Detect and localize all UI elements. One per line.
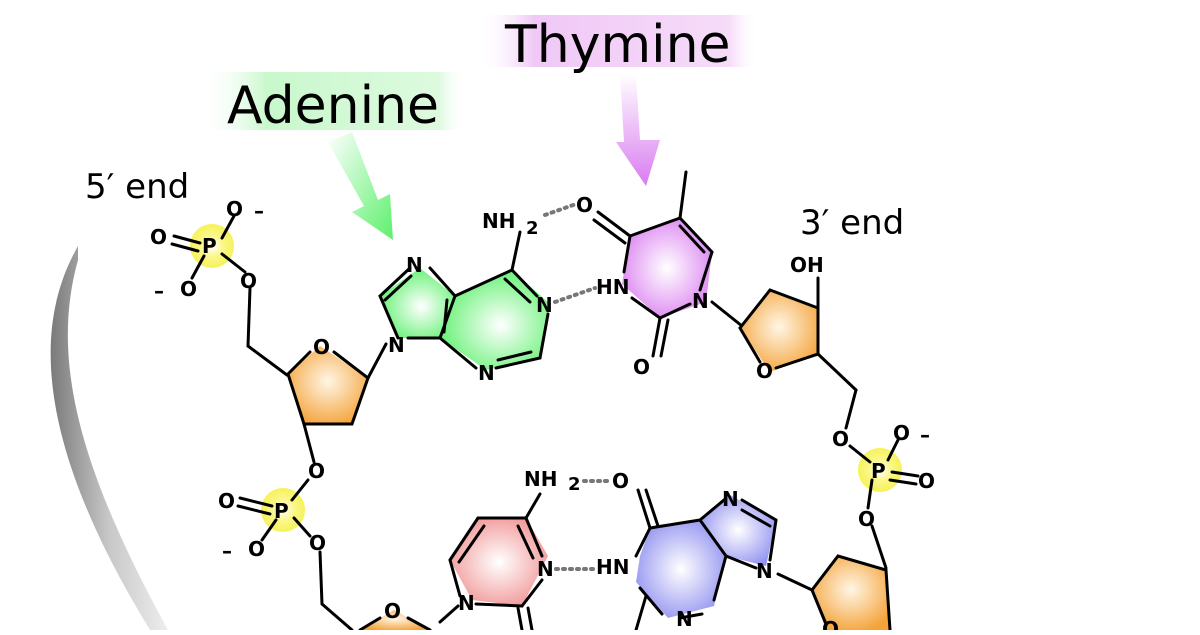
phosphate-mid-charge: – xyxy=(222,539,232,563)
sugar-right-bottom xyxy=(810,554,892,632)
thymine-n1-atom: N xyxy=(692,289,709,313)
phosphate-top-o-minus-2: O xyxy=(180,277,197,301)
adenine-pointer-arrow xyxy=(328,132,393,240)
thymine-n3-atom: HN xyxy=(596,275,629,299)
sugar-left-bottom xyxy=(358,604,460,632)
guanine-n7-atom: N xyxy=(722,487,739,511)
phosphate-top-charge-2: – xyxy=(154,279,164,303)
five-prime-end-label: 5′ end xyxy=(85,167,189,207)
three-prime-end-label: 3′ end xyxy=(800,203,904,243)
sugar-left-top-ring-o: O xyxy=(313,335,330,359)
phosphate-right-o-double: O xyxy=(918,469,935,493)
guanine-carbonyl-o: O xyxy=(612,469,629,493)
phosphate-top-charge-1: – xyxy=(254,199,264,223)
adenine-n9-atom: N xyxy=(388,333,405,357)
cytosine-amine-atom: NH xyxy=(524,467,557,491)
sugar-left-bottom-ring-o: O xyxy=(384,599,401,623)
adenine-n1-atom: N xyxy=(536,293,553,317)
cytosine-n3-atom: N xyxy=(537,557,554,581)
thymine-label-highlight xyxy=(478,15,758,67)
adenine-amine-subscript: 2 xyxy=(526,218,539,239)
thymine-carbonyl-o2: O xyxy=(633,355,650,379)
phosphorus-right: P xyxy=(871,459,886,483)
thymine-pointer-arrow xyxy=(616,74,660,186)
guanine-base xyxy=(634,488,814,632)
phosphate-bonds-top xyxy=(170,214,289,377)
adenine-base xyxy=(378,230,550,370)
hydrogen-bond-at-1 xyxy=(543,202,578,217)
sugar-left-top xyxy=(286,342,388,464)
sugar-right-top-ring-o: O xyxy=(756,359,773,383)
guanine-n9-atom: N xyxy=(756,559,773,583)
phosphate-right-o-minus: O xyxy=(893,421,910,445)
phosphorus-top: P xyxy=(202,234,217,258)
sugar-right-bottom-ring-o: O xyxy=(822,617,839,630)
phosphate-right-ester-o-top: O xyxy=(832,427,849,451)
phosphate-top-ester-o: O xyxy=(240,269,257,293)
phosphate-mid-ester-o-bottom: O xyxy=(309,531,326,555)
adenine-amine-atom: NH xyxy=(482,209,515,233)
phosphate-bonds-right xyxy=(848,438,920,570)
phosphate-bonds-mid xyxy=(236,478,354,632)
hydrogen-bond-at-2 xyxy=(553,286,597,304)
cytosine-base xyxy=(448,492,548,632)
sugar-right-top xyxy=(738,276,858,430)
phosphate-top-o-minus: O xyxy=(226,197,243,221)
phosphate-top-o-double: O xyxy=(150,225,167,249)
adenine-label: Adenine xyxy=(227,76,439,136)
phosphate-mid-o-double: O xyxy=(218,489,235,513)
adenine-n3-atom: N xyxy=(478,361,495,385)
sugar-right-top-hydroxyl: OH xyxy=(790,253,824,277)
phosphate-mid-ester-o-top: O xyxy=(308,459,325,483)
guanine-n3-atom: N xyxy=(676,607,693,630)
backbone-ribbon xyxy=(50,246,168,630)
thymine-label: Thymine xyxy=(504,15,731,75)
adenine-label-highlight xyxy=(200,72,465,130)
phosphate-mid-o-minus: O xyxy=(248,537,265,561)
phosphate-right-ester-o-bottom: O xyxy=(858,507,875,531)
guanine-n1-atom: HN xyxy=(596,555,629,579)
phosphorus-mid: P xyxy=(274,499,289,523)
cytosine-amine-subscript: 2 xyxy=(568,474,581,495)
phosphate-right-charge: – xyxy=(920,423,930,447)
adenine-n7-atom: N xyxy=(406,253,423,277)
thymine-base xyxy=(592,170,744,358)
cytosine-n1-atom: N xyxy=(458,591,475,615)
thymine-carbonyl-o4: O xyxy=(576,193,593,217)
